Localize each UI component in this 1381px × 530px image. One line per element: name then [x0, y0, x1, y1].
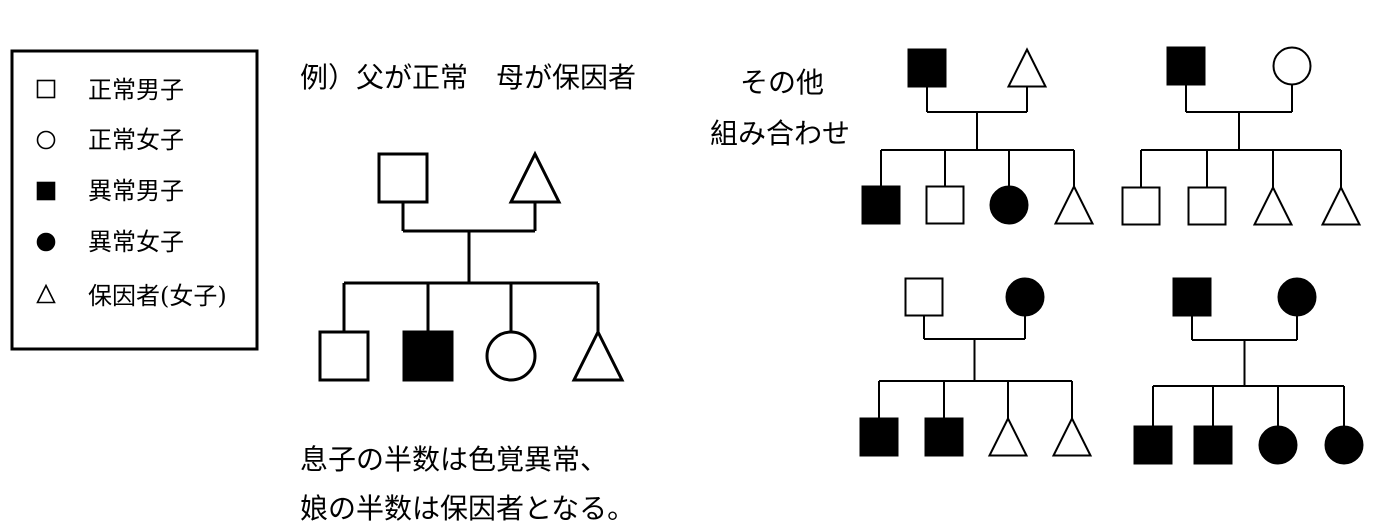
legend: 正常男子 正常女子 異常男子 異常女子 保因者(女子) — [10, 49, 259, 351]
others-title-line2: 組み合わせ — [710, 117, 850, 150]
pedigree-4 — [1133, 277, 1364, 465]
affected-male-icon — [1172, 277, 1212, 317]
carrier-female-icon — [987, 416, 1029, 457]
example-section: 例）父が正常 母が保因者 息子の半数は色覚異常、 娘の半数は保因者となる。 — [300, 61, 636, 525]
example-note-line2: 娘の半数は保因者となる。 — [300, 492, 635, 525]
affected-male-icon — [924, 417, 964, 457]
legend-label-carrier-female: 保因者(女子) — [88, 282, 227, 310]
carrier-female-icon — [1320, 185, 1362, 226]
carrier-female-icon — [1006, 47, 1048, 88]
example-title: 例）父が正常 母が保因者 — [300, 61, 636, 94]
affected-female-icon — [1324, 425, 1364, 465]
other-combinations: その他 組み合わせ — [710, 46, 1364, 465]
affected-male-icon — [861, 185, 901, 225]
affected-female-icon — [36, 232, 56, 252]
example-pedigree — [318, 150, 625, 382]
legend-label-normal-male: 正常男子 — [88, 76, 184, 104]
affected-male-icon — [36, 181, 56, 201]
legend-label-normal-female: 正常女子 — [88, 126, 184, 154]
carrier-female-icon — [1051, 416, 1093, 457]
carrier-female-icon — [571, 328, 625, 382]
normal-male-icon — [925, 185, 965, 225]
others-pedigrees — [859, 46, 1364, 465]
affected-female-icon — [1277, 277, 1317, 317]
legend-symbols — [36, 79, 56, 304]
affected-male-icon — [1133, 425, 1173, 465]
affected-male-icon — [859, 417, 899, 457]
legend-label-affected-male: 異常男子 — [88, 177, 184, 205]
affected-female-icon — [989, 185, 1029, 225]
pedigree-2 — [1121, 46, 1362, 226]
others-title-line1: その他 — [740, 66, 824, 99]
normal-male-icon — [1187, 186, 1227, 226]
affected-male-icon — [402, 330, 454, 382]
affected-male-icon — [907, 48, 947, 88]
normal-male-icon — [1121, 186, 1161, 226]
normal-male-icon — [377, 152, 429, 204]
affected-female-icon — [1258, 425, 1298, 465]
affected-male-icon — [1193, 425, 1233, 465]
carrier-female-icon — [1252, 185, 1294, 226]
pedigree-3 — [859, 277, 1093, 457]
carrier-female-icon — [1053, 184, 1095, 225]
affected-male-icon — [1166, 46, 1206, 86]
example-note-line1: 息子の半数は色覚異常、 — [300, 443, 608, 476]
normal-male-icon — [904, 277, 944, 317]
pedigree-1 — [861, 47, 1095, 225]
legend-box — [10, 49, 259, 351]
normal-female-icon — [1272, 46, 1312, 86]
normal-female-icon — [485, 330, 537, 382]
normal-male-icon — [36, 79, 56, 99]
carrier-female-icon — [508, 150, 562, 204]
legend-label-affected-female: 異常女子 — [88, 228, 184, 256]
normal-male-icon — [318, 330, 370, 382]
carrier-female-icon — [36, 283, 56, 304]
normal-female-icon — [36, 130, 56, 150]
affected-female-icon — [1005, 277, 1045, 317]
